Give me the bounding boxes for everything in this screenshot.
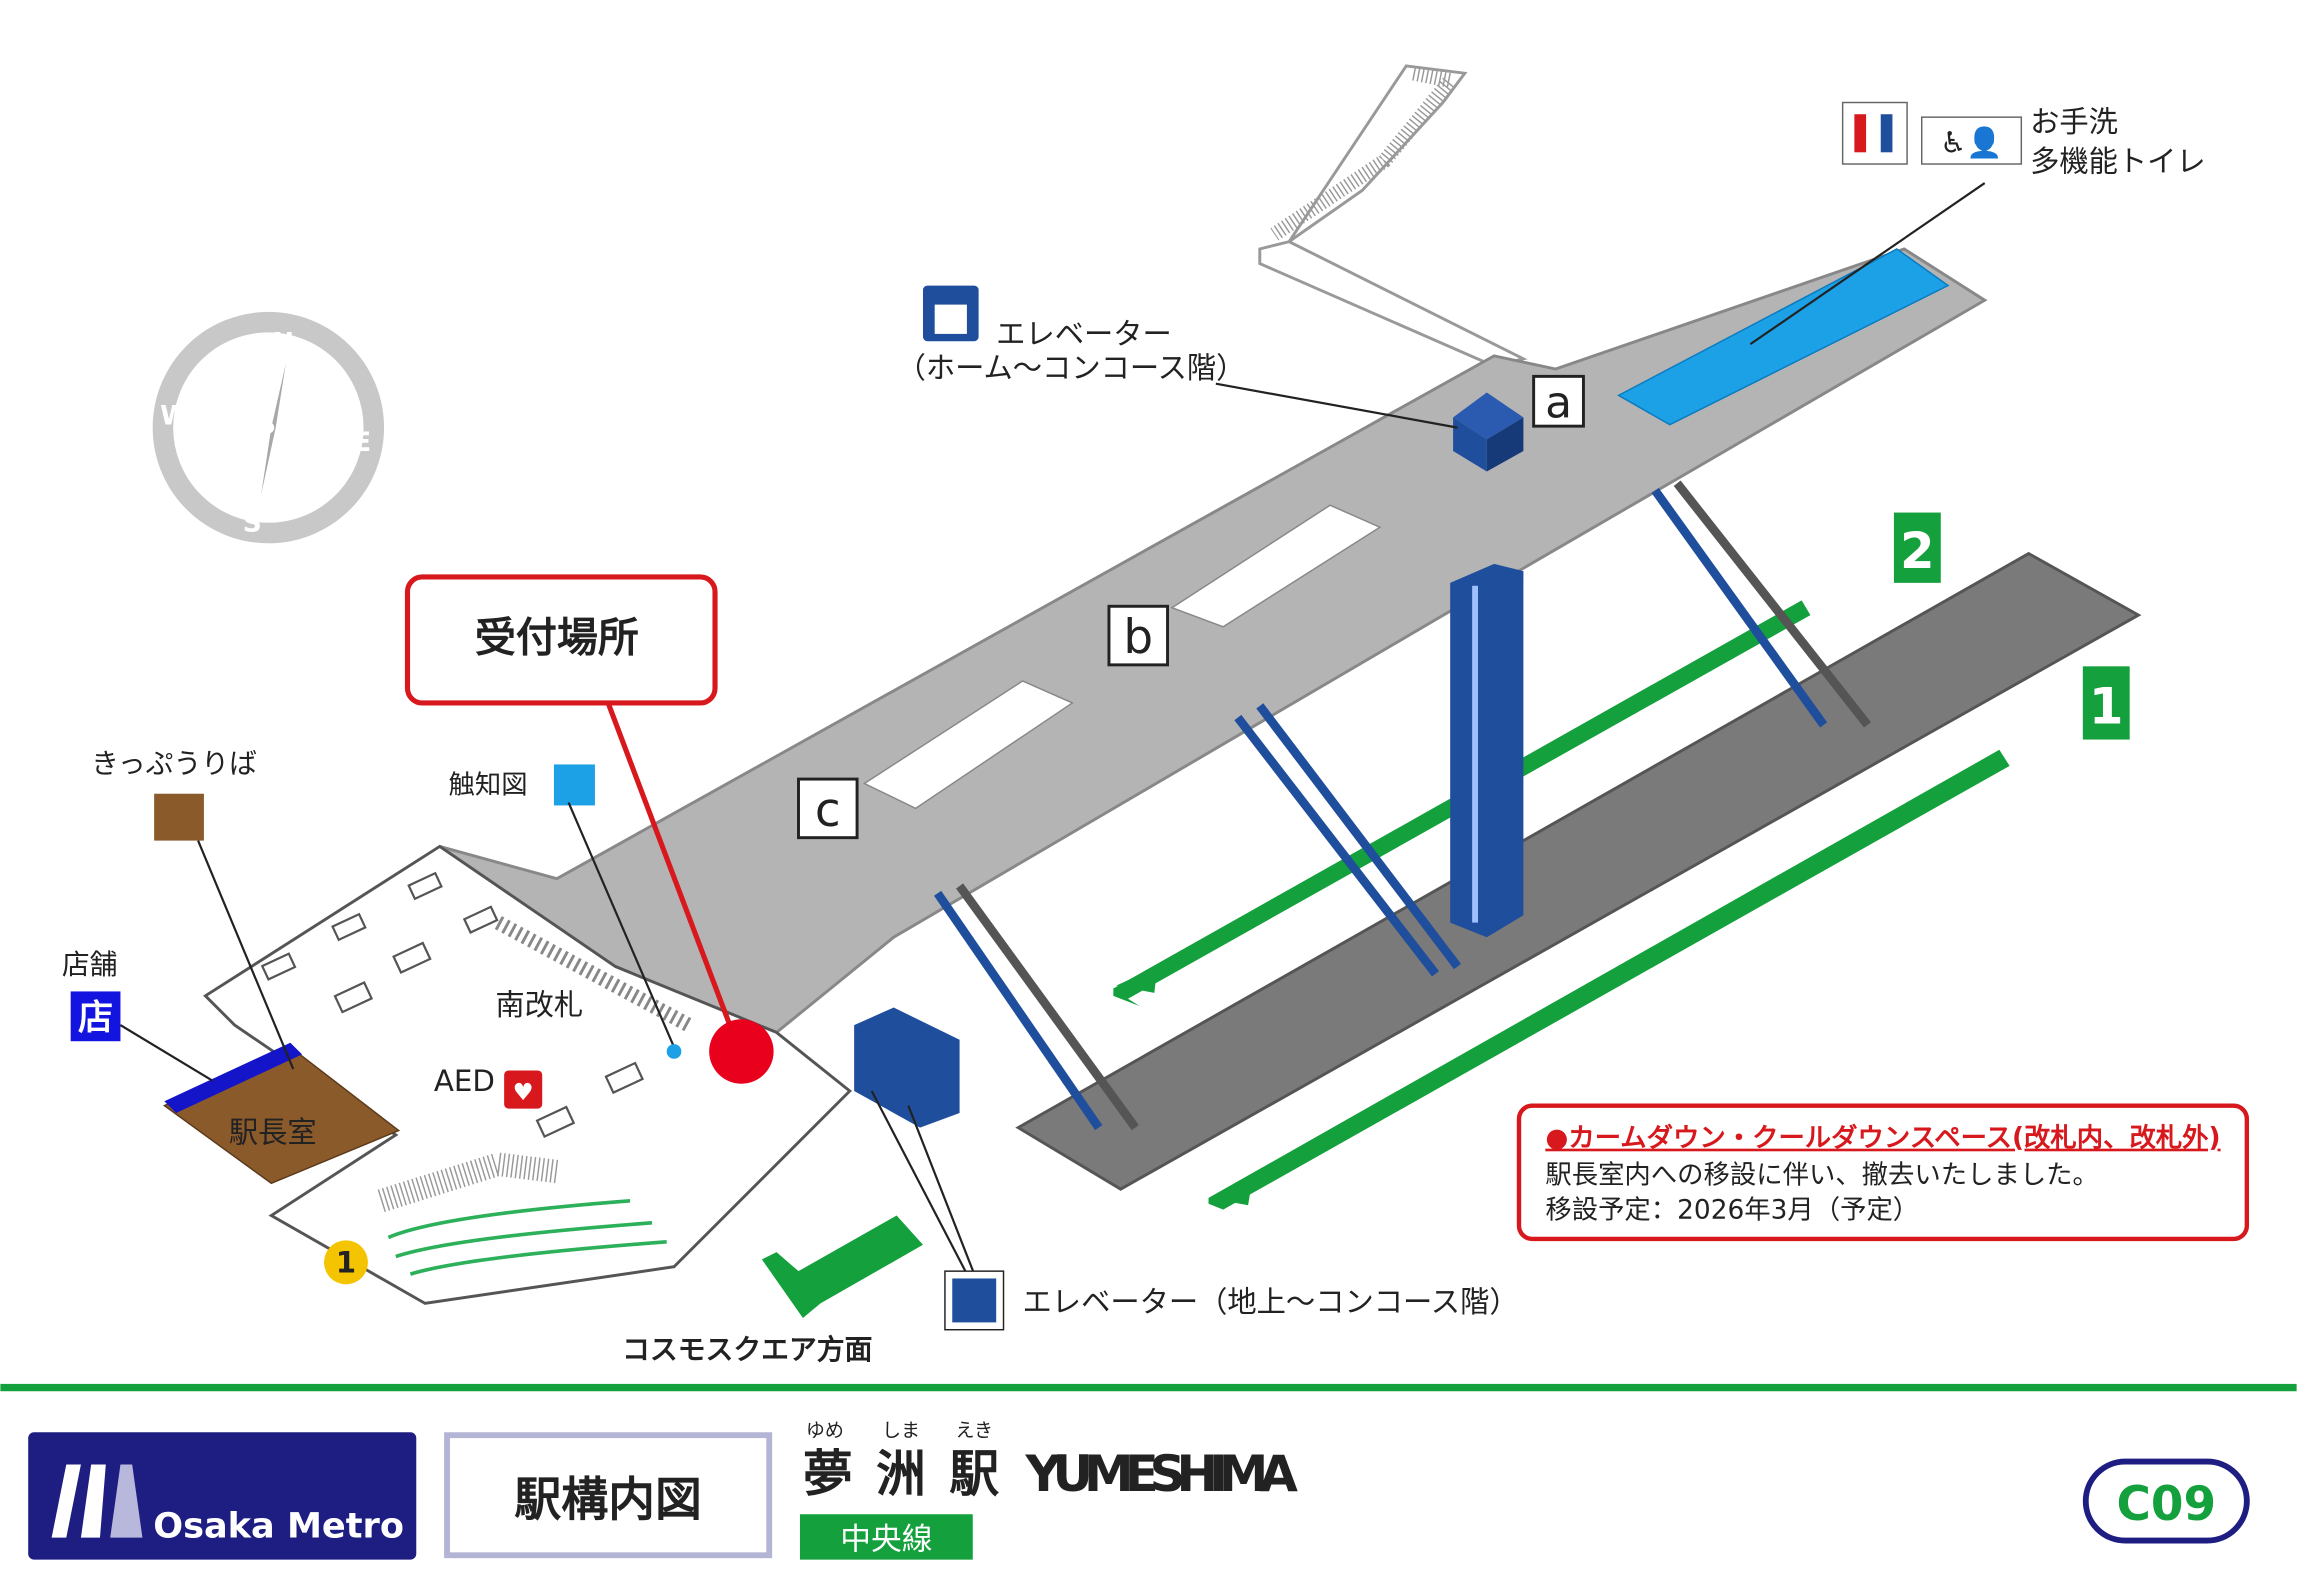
tactile-map-icon: [553, 764, 595, 806]
tactile-map-label: 触知図: [448, 771, 527, 801]
shop-icon: [70, 991, 121, 1042]
reception-marker: [709, 1019, 774, 1084]
elevator-platform-label: エレベーター: [996, 317, 1172, 351]
restroom-icon: [1841, 101, 1908, 165]
multifunction-toilet-label: 多機能トイレ: [2030, 144, 2206, 178]
ruby-eki: えき: [955, 1420, 992, 1442]
compass-icon: N E S W: [152, 311, 385, 544]
elevator-shaft: [1450, 563, 1524, 938]
elevator-platform-sub: （ホーム～コンコース階）: [897, 351, 1246, 385]
track-2-label: 2: [1893, 512, 1941, 583]
upper-staircase: [1258, 64, 1528, 368]
aed-icon: ♥: [504, 1070, 543, 1109]
line-badge: [799, 1514, 973, 1560]
ground-elevator-label-icon: [944, 1270, 1005, 1331]
station-kanji-1: 夢: [803, 1445, 853, 1503]
station-office-door: [164, 1042, 303, 1113]
stair-c-label: c: [797, 777, 859, 840]
compass-n: N: [272, 328, 294, 358]
stair-a-label: a: [1532, 374, 1585, 428]
station-office-label: 駅長室: [229, 1115, 317, 1149]
direction-label: コスモスクエア方面: [622, 1333, 872, 1366]
aed-label: AED: [434, 1064, 495, 1098]
accessible-toilet-icon: ♿👤: [1920, 116, 2023, 165]
notice-line-1: 駅長室内への移設に伴い、撤去いたしました。: [1545, 1160, 2099, 1190]
line-name: 中央線: [840, 1521, 932, 1557]
toilet-area: [1617, 248, 1950, 426]
svg-text:♥: ♥: [513, 1078, 534, 1106]
ruby-yume: ゆめ: [806, 1420, 844, 1442]
compass-e: E: [353, 428, 371, 458]
station-code-badge: [2082, 1458, 2250, 1544]
south-gate-label: 南改札: [495, 988, 583, 1022]
brand-name: Osaka Metro: [153, 1506, 404, 1547]
exit-number-badge: [324, 1240, 368, 1285]
track-1-label: 1: [2082, 666, 2130, 740]
exit-1-stairs: [377, 1152, 667, 1276]
doc-title-box: [444, 1432, 773, 1559]
svg-text:a: a: [1545, 377, 1572, 428]
elevator-icon: [922, 285, 979, 342]
ruby-shima: しま: [882, 1420, 920, 1442]
escalators: [933, 480, 1871, 1131]
doc-title: 駅構内図: [514, 1474, 701, 1528]
stair-b-label: b: [1107, 604, 1170, 667]
svg-text:b: b: [1123, 611, 1153, 665]
ticket-icon: [154, 793, 204, 841]
svg-text:c: c: [815, 784, 841, 838]
toilet-label: お手洗: [2030, 105, 2118, 139]
station-kanji-3: 駅: [949, 1445, 999, 1503]
station-roman: YUMESHIMA: [1024, 1445, 1298, 1503]
exit-number: 1: [336, 1246, 356, 1280]
shop-label: 店舗: [62, 948, 118, 981]
reception-label: 受付場所: [475, 614, 639, 662]
ground-elevator-label: エレベーター（地上～コンコース階）: [1023, 1285, 1519, 1319]
svg-text:♿👤: ♿👤: [1940, 125, 2003, 159]
shop-icon-text: 店: [78, 998, 113, 1039]
station-code: C09: [2116, 1478, 2216, 1532]
compass-s: S: [243, 509, 262, 539]
svg-text:2: 2: [1900, 522, 1935, 580]
notice-line-2: 移設予定：2026年3月（予定）: [1545, 1195, 1919, 1225]
footer-divider: [0, 1383, 2297, 1392]
elevator-cube-icon: [1453, 392, 1524, 472]
reception-callout: 受付場所: [404, 574, 774, 1084]
svg-text:1: 1: [2089, 677, 2124, 735]
station-kanji-2: 洲: [876, 1445, 926, 1503]
compass-w: W: [160, 402, 189, 432]
notice-box: ●カームダウン・クールダウンスペース(改札内、改札外) 駅長室内への移設に伴い、…: [1516, 1103, 2250, 1242]
direction-arrow: [761, 1215, 923, 1319]
ticket-label: きっぷうりば: [91, 747, 257, 780]
notice-title: ●カームダウン・クールダウンスペース(改札内、改札外): [1545, 1123, 2220, 1154]
osaka-metro-logo: Osaka Metro: [28, 1432, 417, 1560]
ground-elevator-icon: [854, 1007, 960, 1128]
